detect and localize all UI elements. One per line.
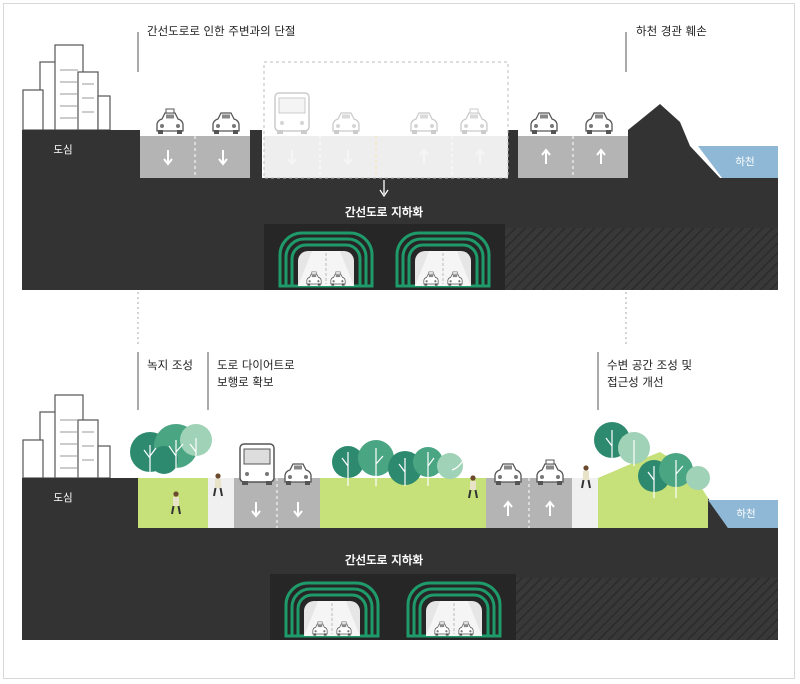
city-label: 도심	[53, 144, 73, 156]
car-icon	[212, 112, 240, 135]
annotation-river-damage: 하천 경관 훼손	[636, 24, 707, 38]
annotation-green-space: 녹지 조성	[147, 358, 193, 372]
diagram-frame	[3, 3, 795, 679]
city-buildings-icon	[22, 44, 111, 131]
top-cross-section	[22, 32, 778, 346]
bottom-cross-section	[22, 352, 778, 640]
tunnel-label: 간선도로 지하화	[344, 553, 424, 567]
bus-icon	[274, 92, 310, 135]
tunnel-icon	[392, 574, 516, 640]
tunnel-icon	[381, 224, 505, 290]
car-icon	[332, 112, 360, 135]
car-icon	[530, 112, 558, 135]
bus-icon	[239, 443, 275, 486]
city-buildings-icon	[22, 394, 111, 479]
tree-group-icon	[130, 424, 212, 474]
taxi-icon	[461, 109, 487, 134]
taxi-icon	[537, 460, 563, 485]
tunnel-label: 간선도로 지하화	[344, 205, 424, 219]
tunnel-icon	[264, 224, 388, 290]
car-icon	[284, 463, 312, 486]
annotation-road-diet: 도로 다이어트로 보행로 확보	[217, 358, 295, 389]
car-icon	[585, 112, 613, 135]
annotation-waterfront: 수변 공간 조성 및 접근성 개선	[607, 358, 693, 389]
annotation-disconnection: 간선도로로 인한 주변과의 단절	[147, 24, 296, 38]
car-icon	[494, 463, 522, 486]
river-label: 하천	[736, 508, 756, 520]
tree-group-icon	[332, 440, 463, 486]
city-label: 도심	[53, 492, 73, 504]
river-label: 하천	[735, 156, 755, 168]
taxi-icon	[157, 109, 183, 134]
tree-group-icon	[594, 422, 710, 498]
tunnel-icon	[270, 574, 394, 640]
car-icon	[410, 112, 438, 135]
